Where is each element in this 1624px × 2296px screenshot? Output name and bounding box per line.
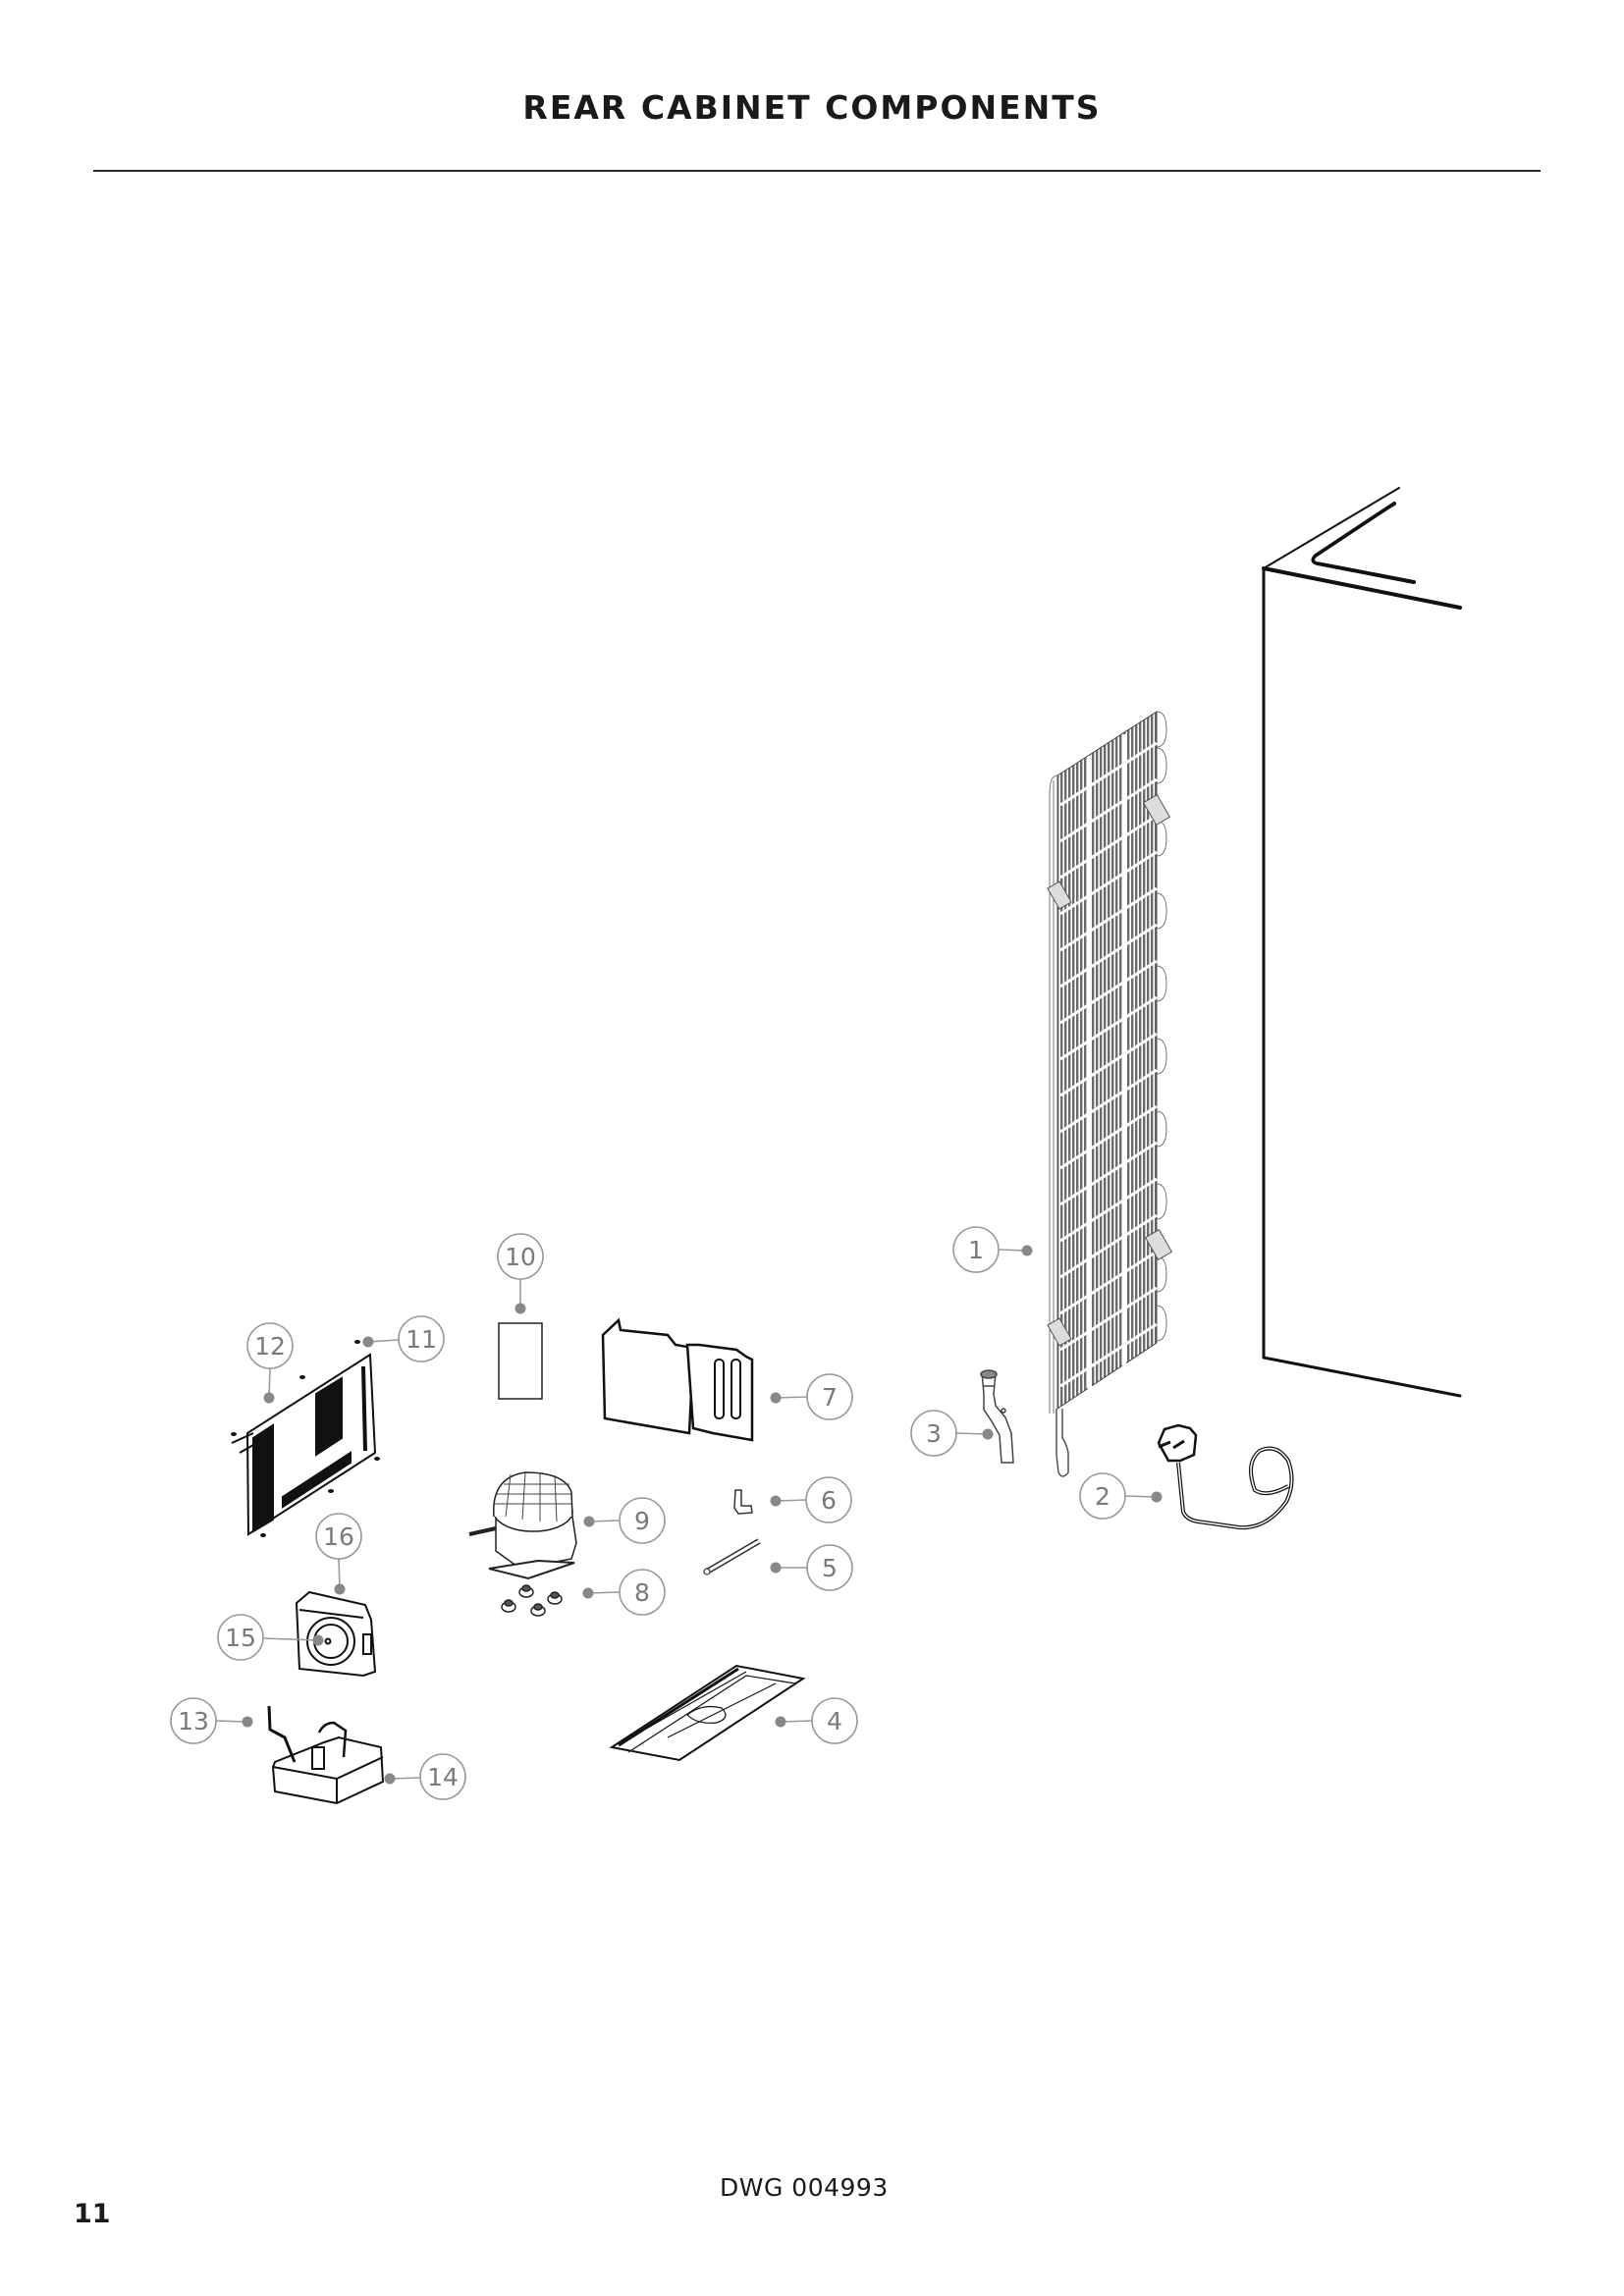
compressor [468, 1471, 577, 1580]
callout-1 [952, 1226, 1028, 1273]
drain-hose [980, 1369, 1014, 1464]
callout-9 [588, 1497, 666, 1544]
bracket [733, 1489, 753, 1515]
callout-number-6: 6 [821, 1486, 837, 1515]
callout-number-1: 1 [968, 1236, 984, 1264]
callout-number-14: 14 [427, 1763, 459, 1791]
label-sticker [498, 1322, 543, 1400]
page-number: 11 [74, 2199, 111, 2229]
pin [703, 1538, 761, 1575]
cover [601, 1317, 754, 1442]
callout-7 [775, 1373, 853, 1420]
callout-number-11: 11 [406, 1325, 437, 1354]
callout-number-13: 13 [178, 1707, 209, 1735]
page-title: REAR CABINET COMPONENTS [522, 88, 1102, 127]
callout-number-8: 8 [634, 1578, 650, 1607]
callout-5 [776, 1544, 853, 1591]
callout-2 [1079, 1472, 1158, 1520]
callout-8 [587, 1569, 666, 1616]
callout-number-16: 16 [323, 1522, 354, 1551]
grommets [501, 1584, 563, 1617]
callout-number-2: 2 [1095, 1482, 1110, 1511]
callout-number-5: 5 [822, 1554, 838, 1582]
callout-number-7: 7 [822, 1383, 838, 1412]
drawing-number: DWG 004993 [720, 2173, 889, 2202]
callout-number-10: 10 [505, 1243, 536, 1271]
cabinet-outline [1262, 487, 1462, 1398]
callout-4 [780, 1697, 858, 1744]
callout-3 [910, 1410, 989, 1457]
callout-15 [217, 1614, 319, 1661]
title-divider [93, 170, 1541, 172]
callout-number-3: 3 [926, 1419, 942, 1448]
callout-number-12: 12 [254, 1332, 286, 1361]
callouts [170, 1226, 1158, 1800]
callout-number-9: 9 [634, 1507, 650, 1535]
base-tray [609, 1664, 806, 1762]
leader-dots [242, 1245, 1163, 1785]
power-cord-plug [1157, 1423, 1294, 1530]
fan-assembly [295, 1590, 377, 1678]
callout-6 [775, 1476, 852, 1523]
condenser-coil [1047, 711, 1173, 1477]
control-box [267, 1705, 385, 1805]
callout-number-15: 15 [225, 1624, 256, 1652]
callout-number-4: 4 [827, 1707, 842, 1735]
screws [231, 1340, 380, 1537]
callout-numbers: 1 2 3 4 5 6 7 8 9 10 11 12 13 14 15 16 [178, 1236, 1110, 1791]
back-panel [231, 1353, 377, 1536]
